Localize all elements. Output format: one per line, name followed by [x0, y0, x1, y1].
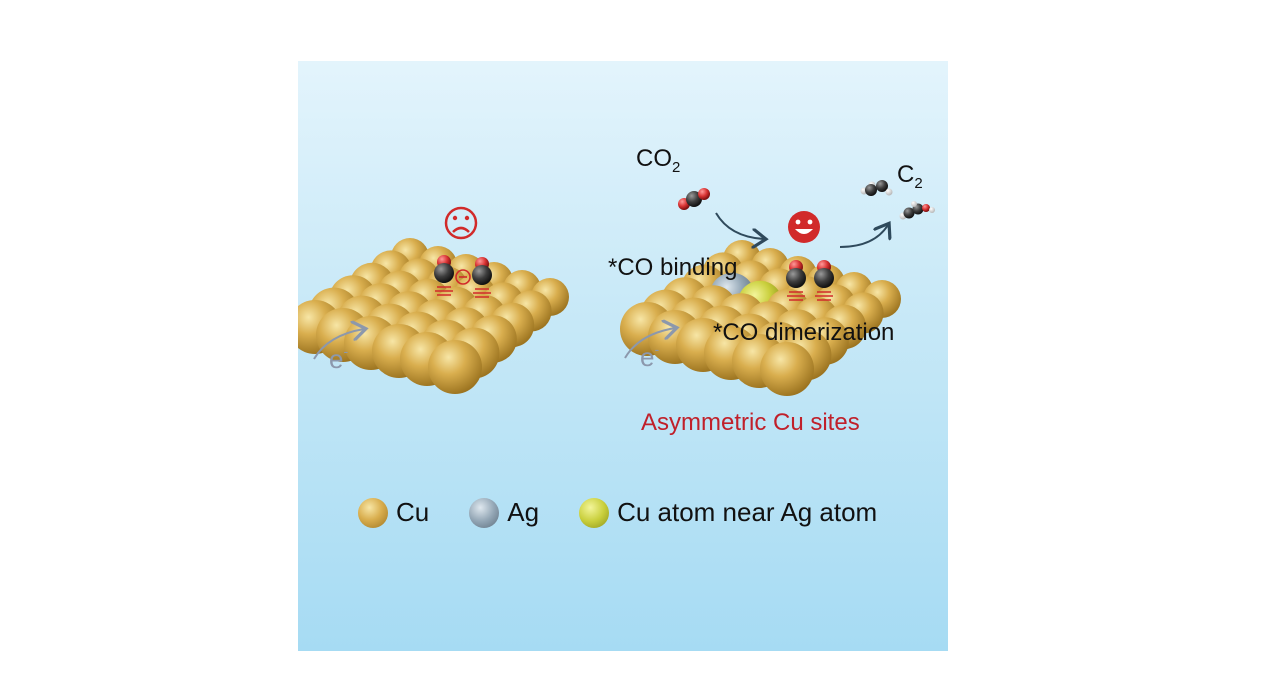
legend: Cu Ag Cu atom near Ag atom — [358, 497, 917, 528]
c2-molecule-icon-2 — [899, 201, 935, 220]
legend-label-ag: Ag — [507, 497, 540, 527]
co-binding-label: *CO binding — [608, 254, 738, 281]
ag-atom-icon — [469, 497, 500, 528]
sad-face-icon — [444, 206, 478, 240]
electron-label-left: e- — [329, 343, 349, 374]
legend-item-cu: Cu — [358, 497, 429, 528]
electron-arrow-left — [313, 329, 364, 360]
asymmetric-sites-label: Asymmetric Cu sites — [641, 409, 860, 436]
legend-label-cu-near-ag: Cu atom near Ag atom — [617, 497, 878, 527]
cu-near-ag-atom-icon — [579, 497, 610, 528]
co2-label: CO2 — [636, 145, 681, 176]
co-dimerization-label: *CO dimerization — [713, 319, 895, 346]
legend-label-cu: Cu — [396, 497, 430, 527]
cu-atom — [760, 342, 814, 396]
figure-panel: CO2 C2 *CO binding *CO dimerization Asym… — [298, 61, 948, 651]
legend-item-cu-near-ag: Cu atom near Ag atom — [579, 497, 877, 528]
cu-atom — [428, 340, 482, 394]
c2-label: C2 — [897, 161, 923, 192]
co-adsorbate-right-2 — [814, 260, 834, 301]
repulsion-sign-icon — [455, 269, 471, 285]
c2-molecule-icon-1 — [860, 180, 893, 196]
happy-face-icon — [788, 211, 820, 243]
arrow-c2-out — [839, 225, 888, 248]
co-adsorbate-left-1 — [434, 255, 454, 296]
cu-atom-icon — [358, 497, 388, 528]
electron-label-right: e- — [640, 341, 660, 372]
legend-item-ag: Ag — [469, 497, 539, 528]
arrow-co2-in — [715, 212, 764, 239]
co-adsorbate-left-2 — [472, 257, 492, 298]
catalyst-scene — [298, 180, 935, 396]
electron-arrow-right — [624, 328, 675, 359]
co-adsorbate-right-1 — [786, 260, 806, 301]
co2-molecule-icon — [678, 188, 710, 210]
